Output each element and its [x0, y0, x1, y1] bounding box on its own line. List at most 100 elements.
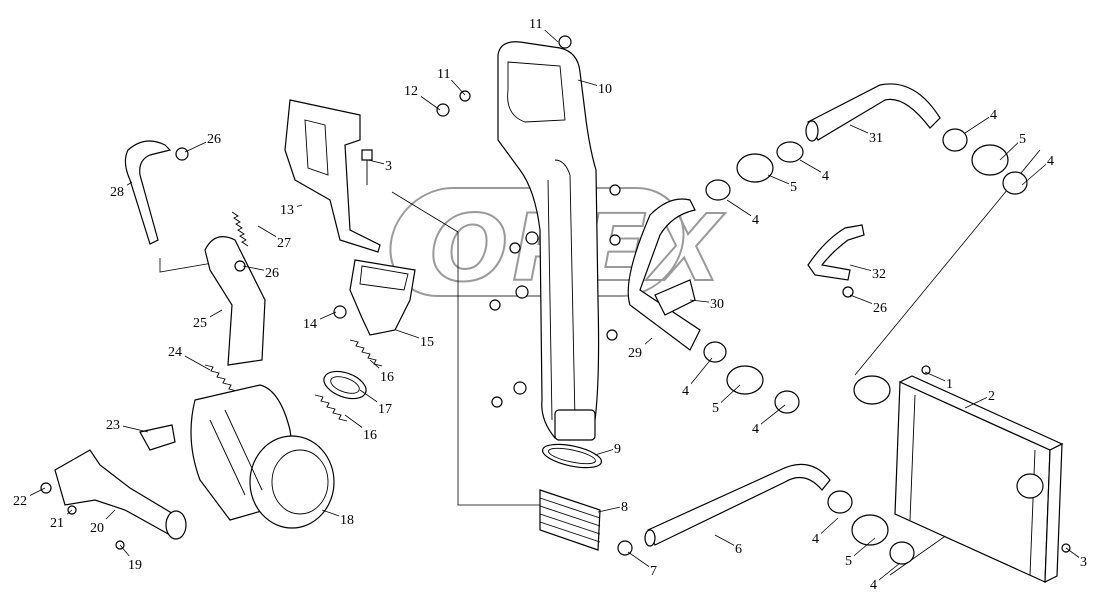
callout-label-c13: 13	[280, 203, 294, 218]
callout-bg-c4h	[869, 576, 879, 591]
callout-label-c29: 29	[628, 346, 642, 361]
callout-bg-c4d	[1046, 152, 1056, 167]
callout-label-c32: 32	[872, 267, 886, 282]
callout-label-c27: 27	[277, 236, 291, 251]
callout-label-c8: 8	[621, 500, 628, 515]
callout-bg-c4a	[821, 167, 831, 182]
part-31-charge-pipe	[805, 83, 941, 142]
callout-label-c25: 25	[193, 316, 207, 331]
part-9-gasket	[541, 443, 603, 469]
part-28-breather-hose	[124, 140, 172, 245]
callout-label-c4e: 4	[682, 384, 689, 399]
callout-bg-c2	[987, 387, 997, 402]
callout-bg-c14	[302, 315, 320, 330]
callout-label-c24: 24	[168, 345, 182, 360]
callout-bg-c5b	[1018, 130, 1028, 145]
callout-label-c15: 15	[420, 335, 434, 350]
callout-label-c3b: 3	[1080, 555, 1087, 570]
part-26-clamp-a	[175, 147, 189, 161]
callout-bg-c18	[339, 511, 357, 526]
callout-bg-c9	[613, 440, 623, 455]
callout-label-c4h: 4	[870, 578, 877, 593]
callout-label-c6: 6	[735, 542, 742, 557]
part-18-air-filter	[190, 384, 335, 529]
callout-bg-c15	[419, 333, 437, 348]
callout-bg-c10	[597, 80, 615, 95]
part-30-bracket	[654, 279, 696, 316]
part-29-pipe	[627, 198, 701, 351]
callout-bg-c3a	[384, 157, 394, 172]
callout-label-c12: 12	[404, 84, 418, 99]
callout-label-c26b: 26	[265, 266, 279, 281]
callout-bg-c1	[945, 375, 955, 390]
part-17-connector	[323, 370, 367, 400]
callout-bg-c4b	[751, 211, 761, 226]
part-15-intake-housing	[349, 259, 416, 336]
callout-bg-c29	[627, 344, 645, 359]
part-8-bellows	[539, 489, 601, 551]
callout-label-c18: 18	[340, 513, 354, 528]
callout-bg-c4g	[811, 530, 821, 545]
callout-bg-c27	[276, 234, 294, 249]
callout-bg-c3b	[1079, 553, 1089, 568]
callout-bg-c13	[279, 201, 297, 216]
callout-label-c21: 21	[50, 516, 64, 531]
callout-label-c1: 1	[946, 377, 953, 392]
callout-bg-c28	[109, 183, 127, 198]
callout-label-c11b: 11	[437, 67, 450, 82]
callout-label-c26a: 26	[207, 132, 221, 147]
callout-bg-c21	[49, 514, 67, 529]
callout-label-c30: 30	[710, 297, 724, 312]
callout-label-c23: 23	[106, 418, 120, 433]
callout-label-c26c: 26	[873, 301, 887, 316]
callout-label-c5d: 5	[845, 554, 852, 569]
callout-label-c5a: 5	[790, 180, 797, 195]
callout-bg-c7	[649, 562, 659, 577]
part-20-intake-flange	[54, 449, 187, 540]
callout-bg-c4f	[751, 420, 761, 435]
callout-bg-c19	[127, 556, 145, 571]
callout-label-c9: 9	[614, 442, 621, 457]
callout-bg-c26c	[872, 299, 890, 314]
callout-label-c4d: 4	[1047, 154, 1054, 169]
callout-label-c31: 31	[869, 131, 883, 146]
callout-label-c7: 7	[650, 564, 657, 579]
callout-bg-c11b	[436, 65, 454, 80]
callout-bg-c24	[167, 343, 185, 358]
callout-bg-c5c	[711, 399, 721, 414]
callout-label-c19: 19	[128, 558, 142, 573]
callout-label-c17: 17	[378, 402, 392, 417]
callout-bg-c32	[871, 265, 889, 280]
callout-label-c4b: 4	[752, 213, 759, 228]
callout-label-c4a: 4	[822, 169, 829, 184]
callout-bg-c26a	[206, 130, 224, 145]
callout-bg-c11a	[528, 15, 546, 30]
callout-bg-c23	[105, 416, 123, 431]
callout-label-c4c: 4	[990, 108, 997, 123]
part-10-air-duct	[497, 41, 600, 441]
part-23-sensor	[139, 424, 176, 451]
callout-bg-c12	[403, 82, 421, 97]
callout-bg-c6	[734, 540, 744, 555]
callout-bg-c4e	[681, 382, 691, 397]
callout-label-c5c: 5	[712, 401, 719, 416]
callout-bg-c4c	[989, 106, 999, 121]
callout-bg-c5a	[789, 178, 799, 193]
part-6-pipe	[644, 463, 831, 547]
callout-bg-c22	[12, 492, 30, 507]
springs	[204, 211, 383, 422]
part-32-hose	[807, 224, 865, 281]
callout-bg-c16a	[379, 368, 397, 383]
callout-bg-c16b	[362, 426, 380, 441]
callout-label-c14: 14	[303, 317, 317, 332]
callout-bg-c30	[709, 295, 727, 310]
callout-bg-c25	[192, 314, 210, 329]
part-13-bracket	[284, 99, 381, 253]
callout-label-c5b: 5	[1019, 132, 1026, 147]
part-3-bolt-top	[361, 149, 373, 185]
callout-label-c28: 28	[110, 185, 124, 200]
callout-label-c22: 22	[13, 494, 27, 509]
callout-bg-c31	[868, 129, 886, 144]
